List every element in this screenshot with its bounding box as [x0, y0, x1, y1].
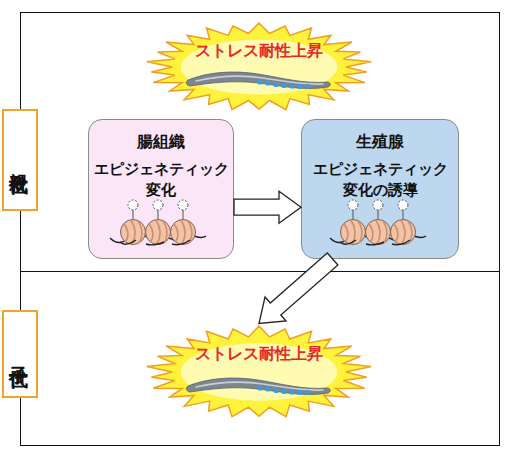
hollow-arrow	[234, 191, 301, 223]
starburst-callout: ストレス耐性上昇	[144, 324, 374, 420]
generation-band: 子世代ストレス耐性上昇	[20, 271, 500, 446]
starburst-shape	[144, 21, 374, 113]
starburst-outline	[147, 326, 371, 417]
nucleosome-illustration	[110, 200, 206, 245]
callout-text: ストレス耐性上昇	[144, 41, 374, 62]
box-heading: 生殖腺	[302, 132, 458, 153]
box-body-text: エピジェネティック 変化	[91, 159, 231, 201]
starburst-outline	[147, 23, 371, 110]
nucleosome-illustration	[330, 200, 426, 245]
generation-label: 親世代	[2, 109, 38, 211]
box-body-text: エピジェネティック 変化の誘導	[310, 159, 450, 201]
worm-illustration	[186, 72, 330, 89]
generation-band: 親世代ストレス耐性上昇腸組織エピジェネティック 変化生殖腺エピジェネティック 変…	[20, 12, 500, 272]
worm-illustration	[186, 378, 330, 395]
box-heading: 腸組織	[89, 132, 233, 153]
process-box: 腸組織エピジェネティック 変化	[88, 119, 234, 259]
starburst-callout: ストレス耐性上昇	[144, 21, 374, 113]
hollow-arrow	[259, 253, 338, 324]
generation-label: 子世代	[2, 310, 38, 398]
process-box: 生殖腺エピジェネティック 変化の誘導	[301, 119, 459, 259]
callout-text: ストレス耐性上昇	[144, 344, 374, 365]
starburst-shape	[144, 324, 374, 420]
